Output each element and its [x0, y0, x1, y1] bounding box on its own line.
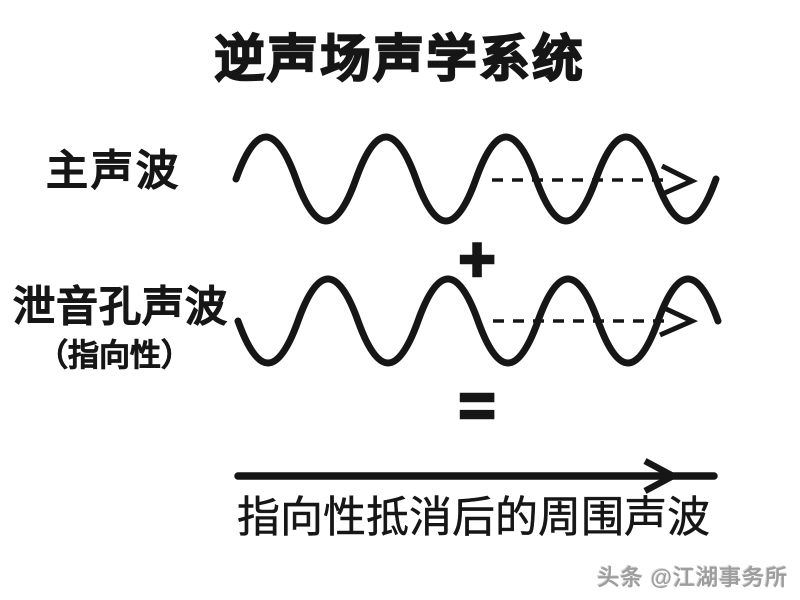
leak-wave-label: 泄音孔声波 （指向性）: [13, 283, 229, 374]
watermark: 头条 @江湖事务所: [597, 565, 788, 590]
leak-wave-arrowhead-icon: [658, 304, 699, 338]
result-arrowhead-icon: [643, 458, 680, 494]
main-sound-wave: [232, 133, 720, 225]
main-wave-arrowhead-icon: [658, 163, 698, 198]
equals-operator: =: [457, 369, 497, 442]
result-label: 指向性抵消后的周围声波: [237, 494, 711, 542]
leak-wave-label-text: 泄音孔声波: [13, 283, 229, 330]
page-title: 逆声场声学系统: [214, 31, 586, 88]
plus-operator: +: [457, 223, 497, 296]
leak-sound-wave: [234, 275, 722, 367]
leak-wave-sublabel: （指向性）: [37, 338, 193, 374]
main-wave-label: 主声波: [46, 147, 182, 194]
